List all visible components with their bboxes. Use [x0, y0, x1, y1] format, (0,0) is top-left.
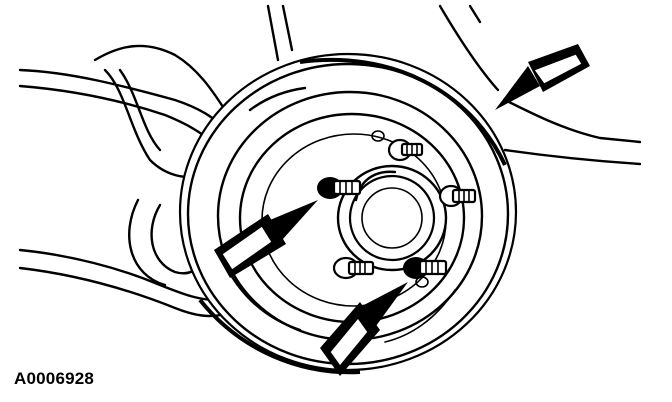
suspension-arm-lines	[18, 4, 642, 318]
pointer-arrow-rotor	[495, 44, 590, 110]
pointer-arrow-stud-lower	[320, 282, 408, 376]
wheel-stud	[317, 130, 477, 288]
pointer-arrow	[214, 44, 590, 376]
pointer-arrow-stud-left	[214, 200, 318, 278]
figure-caption: A0006928	[14, 369, 95, 388]
wheel-hub	[336, 164, 448, 272]
